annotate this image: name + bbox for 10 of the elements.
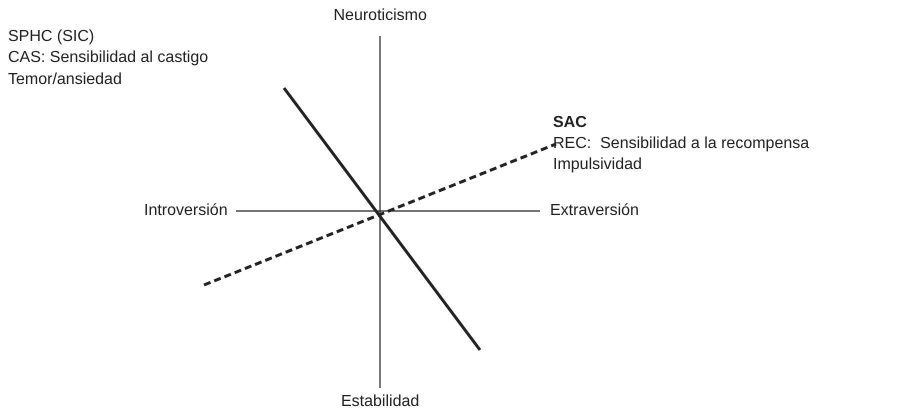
heading-text: SAC xyxy=(553,113,587,133)
description-text: REC: Sensibilidad a la recompensa xyxy=(553,134,810,154)
description-text: Temor/ansiedad xyxy=(8,70,122,90)
axis-label: Neuroticismo xyxy=(334,6,427,26)
axis-label: Extraversión xyxy=(550,201,639,221)
heading-text: SPHC (SIC) xyxy=(8,27,94,47)
axis-label: Estabilidad xyxy=(341,392,420,412)
description-text: CAS: Sensibilidad al castigo xyxy=(8,48,208,68)
axis-label: Introversión xyxy=(144,201,228,221)
description-text: Impulsividad xyxy=(553,155,642,175)
